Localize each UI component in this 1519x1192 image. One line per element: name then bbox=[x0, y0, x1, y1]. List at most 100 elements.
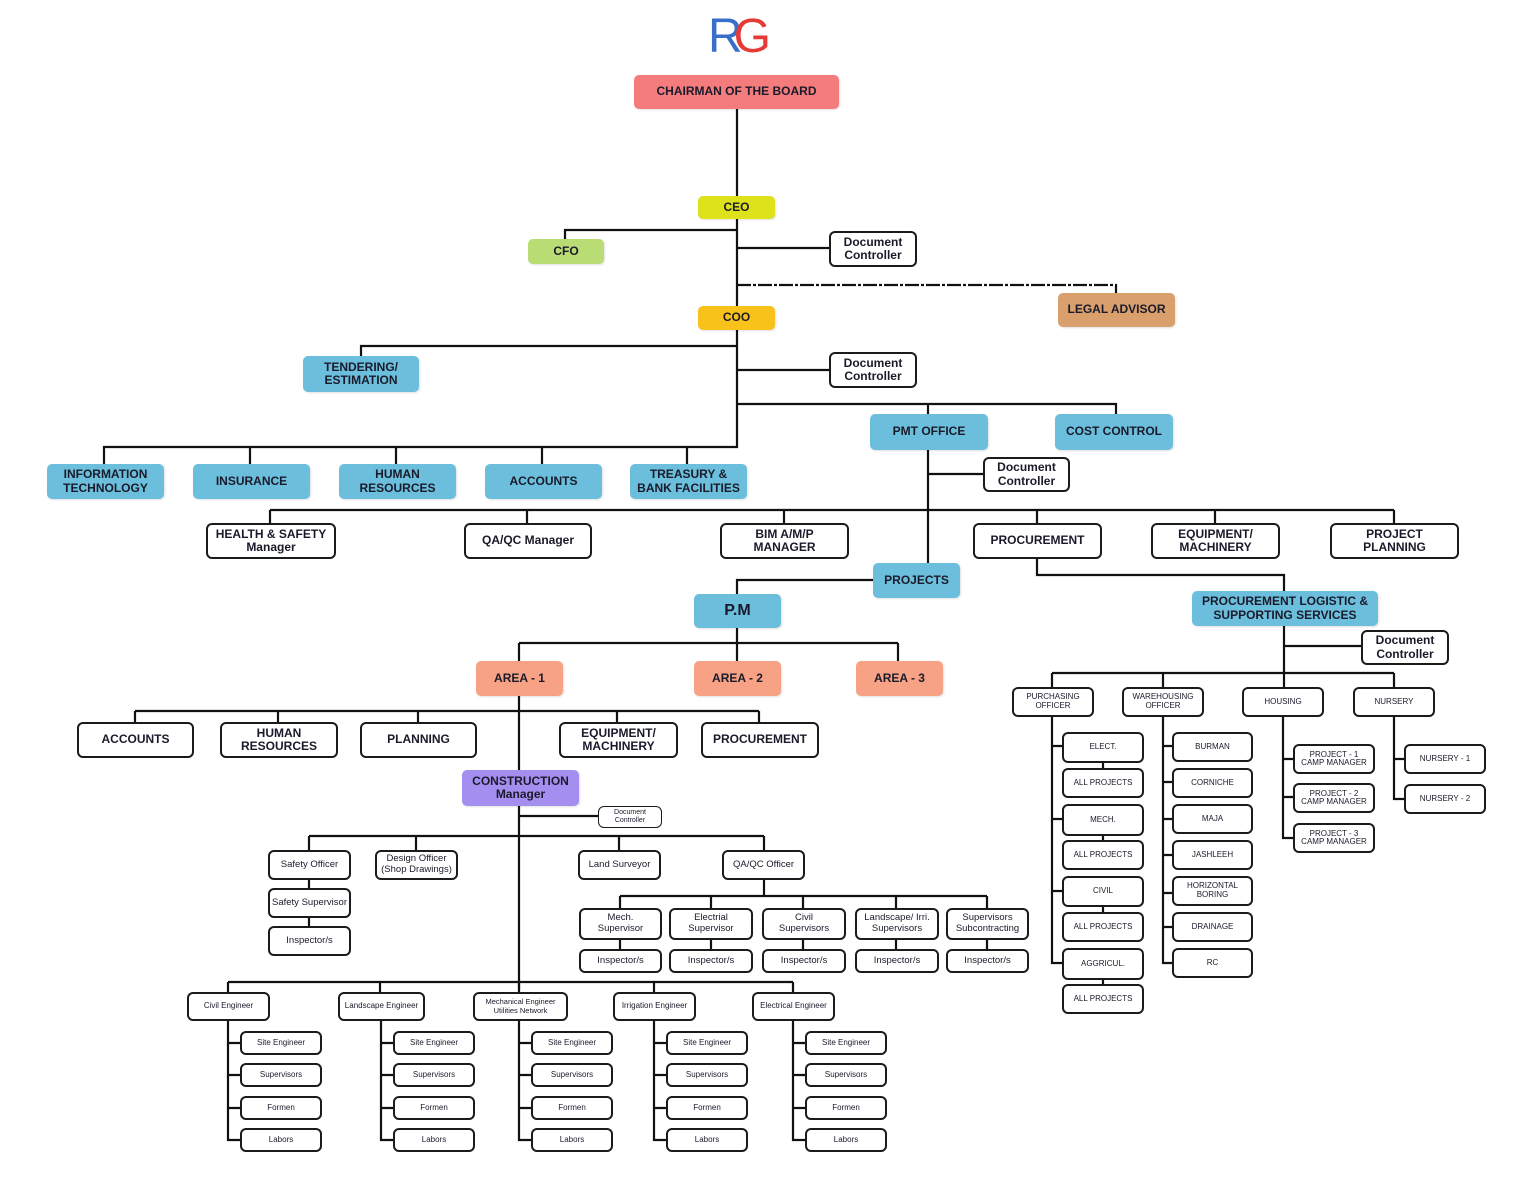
node-qaqc-supervisor: Mech. Supervisor bbox=[579, 908, 662, 940]
node-safety-officer: Safety Officer bbox=[268, 850, 351, 880]
node-project-planning: PROJECT PLANNING bbox=[1330, 523, 1459, 559]
node-area-2: AREA - 2 bbox=[694, 661, 781, 696]
node-purchasing-item: ALL PROJECTS bbox=[1062, 984, 1144, 1014]
node-formen: Formen bbox=[666, 1096, 748, 1120]
connector-projects-pm bbox=[735, 578, 873, 594]
node-qaqc-inspectors: Inspector/s bbox=[946, 949, 1029, 973]
node-housing: HOUSING bbox=[1242, 687, 1324, 717]
connector-nursery bbox=[1392, 716, 1404, 801]
node-purchasing-item: AGGRICUL. bbox=[1062, 948, 1144, 980]
node-plss-document-controller: Document Controller bbox=[1361, 630, 1449, 665]
connector-housing bbox=[1281, 716, 1293, 840]
node-nursery-item: NURSERY - 1 bbox=[1404, 744, 1486, 774]
node-purchasing-item: CIVIL bbox=[1062, 876, 1144, 907]
node-area1-procurement: PROCUREMENT bbox=[701, 722, 819, 758]
node-coo-document-controller: Document Controller bbox=[829, 352, 917, 388]
node-qaqc-inspectors: Inspector/s bbox=[669, 949, 753, 973]
node-nursery-item: NURSERY - 2 bbox=[1404, 784, 1486, 814]
node-qaqc-manager: QA/QC Manager bbox=[464, 523, 592, 559]
connector-eng-team-1 bbox=[226, 1020, 240, 1142]
connector-tendering bbox=[359, 344, 737, 356]
node-formen: Formen bbox=[805, 1096, 887, 1120]
node-site-engineer: Site Engineer bbox=[240, 1031, 322, 1055]
node-coo: COO bbox=[698, 306, 775, 330]
node-qaqc-supervisor: Supervisors Subcontracting bbox=[946, 908, 1029, 940]
node-pm: P.M bbox=[694, 594, 781, 628]
node-qaqc-officer: QA/QC Officer bbox=[722, 850, 805, 880]
connector-procurement-plss bbox=[1035, 558, 1286, 591]
node-qaqc-inspectors: Inspector/s bbox=[855, 949, 939, 973]
node-qaqc-inspectors: Inspector/s bbox=[762, 949, 846, 973]
node-supervisors: Supervisors bbox=[393, 1063, 475, 1087]
node-qaqc-supervisor: Electrial Supervisor bbox=[669, 908, 753, 940]
connector-eng-team-5 bbox=[791, 1020, 805, 1142]
node-bim-manager: BIM A/M/P MANAGER bbox=[720, 523, 849, 559]
node-warehousing-item: BURMAN bbox=[1172, 732, 1253, 762]
node-formen: Formen bbox=[393, 1096, 475, 1120]
node-safety-inspectors: Inspector/s bbox=[268, 926, 351, 956]
node-electrical-engineer: Electrical Engineer bbox=[752, 992, 835, 1021]
node-warehousing-item: DRAINAGE bbox=[1172, 912, 1253, 942]
node-purchasing-item: ELECT. bbox=[1062, 732, 1144, 763]
node-area1-equipment: EQUIPMENT/ MACHINERY bbox=[559, 722, 678, 758]
node-warehousing-item: RC bbox=[1172, 948, 1253, 978]
node-area1-accounts: ACCOUNTS bbox=[77, 722, 194, 758]
node-labors: Labors bbox=[531, 1128, 613, 1152]
node-human-resources: HUMAN RESOURCES bbox=[339, 464, 456, 499]
connector-warehousing bbox=[1161, 716, 1173, 965]
connector-plss bbox=[1050, 625, 1396, 687]
node-purchasing-item: MECH. bbox=[1062, 804, 1144, 836]
connector-construction-staff bbox=[307, 834, 766, 850]
node-labors: Labors bbox=[666, 1128, 748, 1152]
node-procurement-logistics: PROCUREMENT LOGISTIC & SUPPORTING SERVIC… bbox=[1192, 591, 1378, 626]
node-treasury: TREASURY & BANK FACILITIES bbox=[630, 464, 747, 499]
connector-engineers bbox=[226, 980, 795, 992]
node-purchasing-item: ALL PROJECTS bbox=[1062, 768, 1144, 798]
node-equipment-machinery: EQUIPMENT/ MACHINERY bbox=[1151, 523, 1280, 559]
node-ceo: CEO bbox=[698, 196, 775, 219]
node-land-surveyor: Land Surveyor bbox=[578, 850, 661, 880]
node-supervisors: Supervisors bbox=[666, 1063, 748, 1087]
node-purchasing-item: ALL PROJECTS bbox=[1062, 912, 1144, 942]
node-labors: Labors bbox=[240, 1128, 322, 1152]
node-labors: Labors bbox=[805, 1128, 887, 1152]
connector-cfo bbox=[563, 228, 737, 239]
node-warehousing-officer: WAREHOUSING OFFICER bbox=[1122, 687, 1204, 717]
node-mechanical-engineer: Mechanical Engineer Utilities Network bbox=[473, 992, 568, 1021]
node-warehousing-item: CORNICHE bbox=[1172, 768, 1253, 798]
connector-pmt-cost bbox=[737, 402, 1118, 414]
node-nursery: NURSERY bbox=[1353, 687, 1435, 717]
node-formen: Formen bbox=[531, 1096, 613, 1120]
connector-area1-units bbox=[133, 695, 761, 990]
node-supervisors: Supervisors bbox=[531, 1063, 613, 1087]
node-area-1: AREA - 1 bbox=[476, 661, 563, 696]
node-camp-manager: PROJECT - 1 CAMP MANAGER bbox=[1293, 744, 1375, 774]
node-area1-human-resources: HUMAN RESOURCES bbox=[220, 722, 338, 758]
node-construction-document-controller: Document Controller bbox=[598, 806, 662, 828]
node-information-technology: INFORMATION TECHNOLOGY bbox=[47, 464, 164, 499]
node-accounts: ACCOUNTS bbox=[485, 464, 602, 499]
node-cost-control: COST CONTROL bbox=[1055, 414, 1173, 450]
node-chairman: CHAIRMAN OF THE BOARD bbox=[634, 75, 839, 109]
node-warehousing-item: MAJA bbox=[1172, 804, 1253, 834]
node-site-engineer: Site Engineer bbox=[531, 1031, 613, 1055]
node-labors: Labors bbox=[393, 1128, 475, 1152]
node-ceo-document-controller: Document Controller bbox=[829, 231, 917, 267]
node-purchasing-officer: PURCHASING OFFICER bbox=[1012, 687, 1094, 717]
node-area-3: AREA - 3 bbox=[856, 661, 943, 696]
node-legal-advisor: LEGAL ADVISOR bbox=[1058, 293, 1175, 327]
node-purchasing-item: ALL PROJECTS bbox=[1062, 840, 1144, 870]
node-camp-manager: PROJECT - 2 CAMP MANAGER bbox=[1293, 783, 1375, 813]
connector-managers bbox=[268, 508, 1396, 523]
node-cfo: CFO bbox=[528, 239, 604, 264]
node-civil-engineer: Civil Engineer bbox=[187, 992, 270, 1021]
connector-legal bbox=[737, 283, 1118, 293]
node-procurement: PROCUREMENT bbox=[973, 523, 1102, 559]
connector-areas bbox=[517, 627, 900, 661]
node-health-safety-manager: HEALTH & SAFETY Manager bbox=[206, 523, 336, 559]
node-construction-manager: CONSTRUCTION Manager bbox=[462, 770, 579, 806]
node-landscape-engineer: Landscape Engineer bbox=[338, 992, 425, 1021]
connector-eng-team-3 bbox=[517, 1020, 531, 1142]
node-projects: PROJECTS bbox=[873, 563, 960, 598]
